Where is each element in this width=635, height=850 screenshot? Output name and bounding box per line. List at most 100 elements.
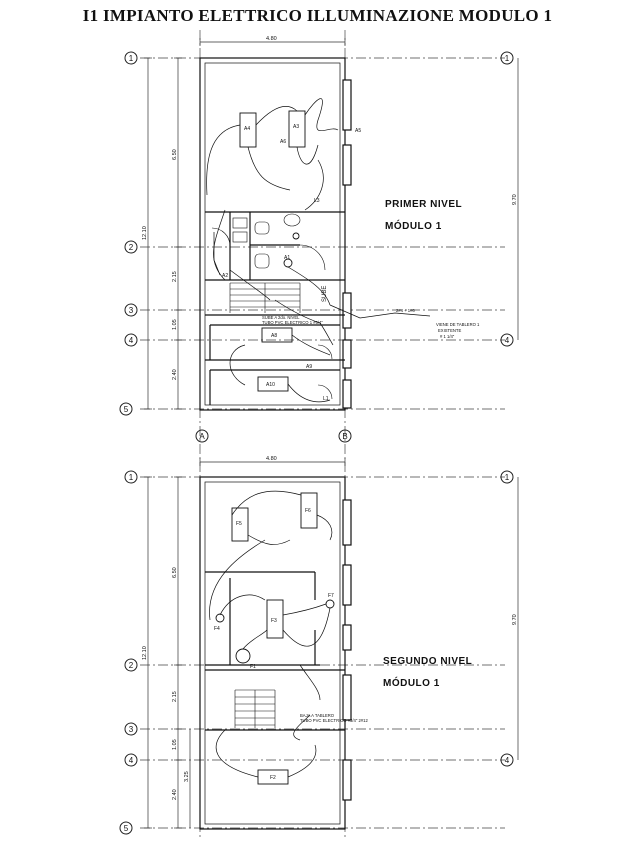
fixture-F7 — [325, 599, 335, 609]
axis-bubble-1-bottom-right — [500, 470, 514, 484]
axis-bubble-4-bottom-right — [500, 753, 514, 767]
dim-vertical: 9.70 — [512, 194, 518, 205]
axis-label: 4 — [505, 336, 510, 345]
plan1-cable-note: 2#4 + 1#6 — [396, 308, 415, 313]
plan1-module-label: MÓDULO 1 — [385, 221, 442, 232]
axis-label: 1 — [505, 473, 510, 482]
plan1-fixture-labels: A4 A3 A1 A2 A8 A10 A5 L3 L1 A6 A9 — [222, 124, 361, 402]
fixture-F3 — [266, 599, 284, 639]
plan1-level-label: PRIMER NIVEL — [385, 199, 463, 210]
plan2-notes: BAJA A TABLERO TUBO PVC ELECTRICO #3/4" … — [300, 713, 368, 723]
fixture-F1 — [235, 648, 251, 664]
drawing-title: I1 IMPIANTO ELETTRICO ILLUMINAZIONE MODU… — [82, 6, 553, 25]
dim-vertical: 12.10 — [142, 646, 148, 660]
axis-bubble-2-bottom — [124, 658, 138, 672]
axis-bubble-3-top — [124, 303, 138, 317]
fixture-label: A2 — [222, 273, 228, 279]
axis-label: 2 — [129, 661, 134, 670]
fixture-label: F3 — [271, 618, 277, 624]
axis-bubble-4-bottom — [124, 753, 138, 767]
plan1-wiring — [206, 98, 431, 403]
plan2-wiring — [209, 490, 333, 778]
dim-vertical: 2.40 — [172, 789, 178, 800]
axis-bubble-4-top — [124, 333, 138, 347]
fixture-label: F7 — [328, 593, 334, 599]
plan2-fixtures — [215, 492, 335, 785]
axis-bubble-3-bottom — [124, 722, 138, 736]
dim-vertical: 6.50 — [172, 567, 178, 578]
plan1-feed-note-3: # 1 1/4" — [440, 334, 455, 339]
axis-label: 5 — [124, 824, 129, 833]
plan1-note-2: TUBO PVC ELECTRICO 1 #5/4" — [262, 320, 323, 325]
plan1-walls — [199, 57, 352, 411]
dim-vertical: 1.05 — [172, 739, 178, 750]
dim-vertical: 3.25 — [184, 771, 190, 782]
axis-label: 4 — [129, 756, 134, 765]
fixture-A2 — [292, 232, 300, 240]
axis-bubble-1-bottom — [124, 470, 138, 484]
axis-label: 2 — [129, 243, 134, 252]
axis-bubbles — [119, 51, 514, 835]
axis-label: 3 — [129, 306, 134, 315]
fixture-label: L3 — [314, 198, 320, 204]
fixture-F5 — [231, 507, 249, 542]
dim-width: 4.80 — [266, 36, 277, 42]
fixture-label: A9 — [306, 364, 312, 370]
fixture-label: A6 — [280, 139, 286, 145]
fixture-F4 — [215, 613, 225, 623]
fixture-label: F4 — [214, 626, 220, 632]
dim-vertical: 2.40 — [172, 369, 178, 380]
dimension-lines — [144, 38, 519, 829]
dim-vertical: 6.50 — [172, 149, 178, 160]
axis-bubble-1-top — [124, 51, 138, 65]
plan1-note-1: SUBE A 2do. NIVEL — [262, 315, 300, 320]
axis-label: 5 — [124, 405, 129, 414]
axis-bubble-2-top — [124, 240, 138, 254]
dim-vertical: 1.05 — [172, 319, 178, 330]
dim-vertical: 12.10 — [142, 226, 148, 240]
plan2-module-label: MÓDULO 1 — [383, 678, 440, 689]
axis-label: 4 — [505, 756, 510, 765]
stair-note: SUBE — [322, 286, 328, 302]
axis-labels: 1 2 3 4 5 1 4 A B 1 2 3 4 5 1 4 — [124, 54, 510, 833]
plan2-note-1: BAJA A TABLERO — [300, 713, 335, 718]
axis-bubble-1-top-right — [500, 51, 514, 65]
dimension-texts: 4.80 4.80 6.50 12.10 2.15 1.05 2.40 9.70… — [142, 36, 518, 800]
fixture-label: F1 — [250, 664, 256, 670]
plan2-fixture-labels: F5 F6 F3 F7 F4 F2 F1 — [214, 508, 334, 781]
fixture-label: A1 — [284, 255, 290, 261]
fixture-label: A5 — [355, 128, 361, 134]
axis-label: 1 — [505, 54, 510, 63]
axis-bubble-a — [195, 429, 209, 443]
axis-label: 1 — [129, 473, 134, 482]
fixture-label: A3 — [293, 124, 299, 130]
fixture-label: F5 — [236, 521, 242, 527]
fixture-F6 — [300, 492, 318, 529]
axis-label: 3 — [129, 725, 134, 734]
axis-label: 1 — [129, 54, 134, 63]
fixture-label: F2 — [270, 775, 276, 781]
fixture-label: A10 — [266, 382, 275, 388]
axis-bubble-5-bottom — [119, 821, 133, 835]
dim-width: 4.80 — [266, 456, 277, 462]
axis-bubble-4-top-right — [500, 333, 514, 347]
fixture-label: A8 — [271, 333, 277, 339]
plan2-level-label: SEGUNDO NIVEL — [383, 656, 473, 667]
fixture-label: A4 — [244, 126, 250, 132]
axis-bubble-5-top — [119, 402, 133, 416]
axis-label: A — [199, 432, 205, 441]
axis-bubble-b — [338, 429, 352, 443]
plan2-walls — [199, 476, 352, 830]
fixture-label: F6 — [305, 508, 311, 514]
plan1-feed-note-2: EXISTENTE — [438, 328, 461, 333]
axis-label: B — [342, 432, 347, 441]
fixture-label: L1 — [323, 396, 329, 402]
plan1-notes: SUBE SUBE A 2do. NIVEL TUBO PVC ELECTRIC… — [262, 286, 480, 339]
dim-vertical: 2.15 — [172, 271, 178, 282]
plan2-note-2: TUBO PVC ELECTRICO #3/4" 2#12 — [300, 718, 368, 723]
dim-vertical: 2.15 — [172, 691, 178, 702]
plan1-feed-note-1: VIENE DE TABLERO 1 — [436, 322, 480, 327]
dim-vertical: 9.70 — [512, 614, 518, 625]
axis-label: 4 — [129, 336, 134, 345]
